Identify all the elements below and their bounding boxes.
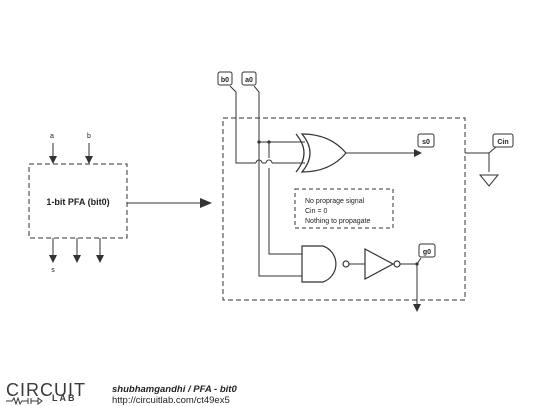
logo-wave-icon [6,397,43,405]
logo-lab-text: LAB [52,393,77,403]
note-line-2: Cin = 0 [305,208,327,215]
port-g0-label: g0 [423,249,431,256]
circuit-caption: shubhamgandhi / PFA - bit0 http://circui… [112,384,237,406]
pfa-block[interactable]: 1-bit PFA (bit0) [28,163,128,239]
nand-gate[interactable] [301,245,350,283]
wire-g0-tag [416,257,422,265]
circuitlab-logo[interactable]: CIRCUIT LAB [6,380,106,405]
port-g0[interactable]: g0 [418,243,436,258]
xor-gate[interactable] [295,133,347,173]
note-line-1: No proprage signal [305,198,365,205]
port-s0[interactable]: s0 [417,133,435,148]
port-a0-label: a0 [245,77,253,84]
footer: CIRCUIT LAB shubhamgandhi / PFA - bit0 h… [0,380,540,406]
port-cin-label: Cin [497,139,508,146]
not-gate[interactable] [364,247,401,281]
wire-b0 [229,85,305,164]
schematic-canvas: 1-bit PFA (bit0) a b s b0 a0 s0 [28,71,514,312]
note-box: No proprage signal Cin = 0 Nothing to pr… [294,188,394,229]
wire-cin [465,146,497,172]
ground-icon [478,174,500,187]
port-cin[interactable]: Cin [492,133,514,148]
wire-a0 [253,85,305,277]
port-b0-label: b0 [221,77,229,84]
port-a0[interactable]: a0 [241,71,257,86]
wire-b0-hop-2 [265,159,273,164]
circuit-title[interactable]: PFA - bit0 [193,384,237,395]
circuit-url[interactable]: http://circuitlab.com/ct49ex5 [112,395,230,406]
pfa-block-title: 1-bit PFA (bit0) [46,197,109,207]
caption-separator: / [185,384,194,395]
wire-b0-nand [268,142,305,255]
logo-circuit-text: CIRCUIT [6,380,86,400]
author-name[interactable]: shubhamgandhi [112,384,186,395]
note-line-3: Nothing to propagate [305,218,370,225]
input-a-label: a [50,133,54,140]
port-b0[interactable]: b0 [217,71,233,86]
input-b-label: b [87,133,91,140]
output-s-label: s [51,267,55,274]
port-s0-label: s0 [422,139,430,146]
detail-boundary [222,117,466,301]
